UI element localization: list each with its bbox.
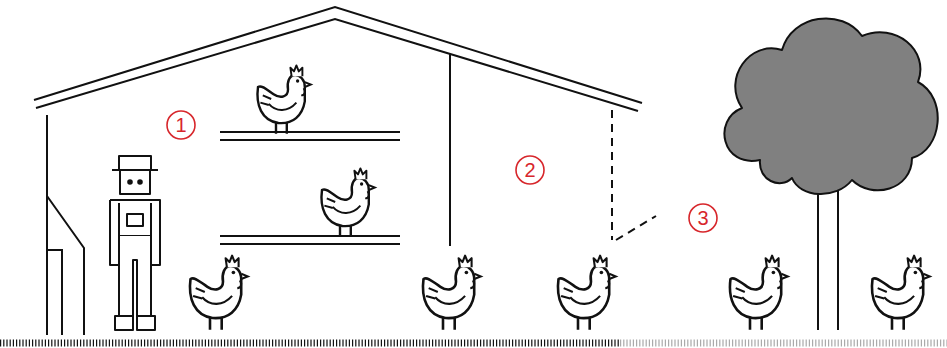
barn (34, 7, 656, 335)
hens (190, 65, 930, 329)
farmer (110, 156, 160, 330)
ground (0, 340, 620, 347)
tree (724, 18, 937, 330)
callout-number: 1 (175, 115, 186, 135)
callout-circles (167, 111, 717, 232)
ground (620, 340, 947, 347)
callout-number: 2 (524, 160, 535, 180)
callout-number: 3 (697, 208, 708, 228)
